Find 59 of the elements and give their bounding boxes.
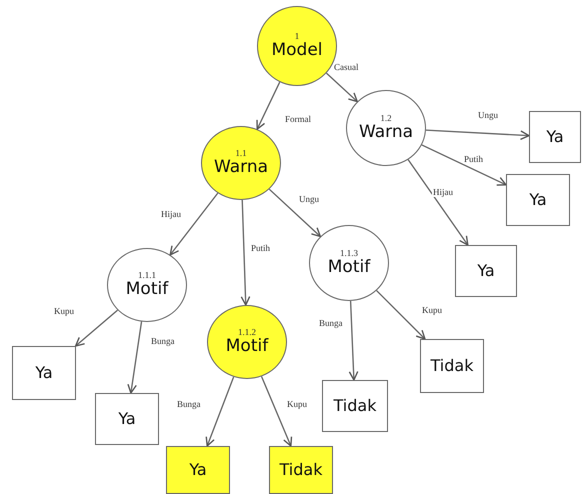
arrow — [74, 310, 118, 347]
arrow — [376, 290, 426, 340]
node-label: Tidak — [334, 396, 376, 416]
node-label: Motif — [328, 258, 370, 278]
leaf-box — [322, 380, 388, 432]
node-number: 1.1.1 — [138, 270, 156, 280]
arrow — [408, 159, 468, 246]
arrow — [260, 376, 292, 447]
leaf-box — [529, 111, 581, 163]
edge-label: Putih — [463, 154, 484, 164]
edge-label: Bunga — [318, 318, 344, 328]
node-number: 1.1 — [235, 148, 247, 158]
edge-label: Hijau — [160, 209, 182, 219]
node-number: 1.2 — [380, 114, 392, 123]
edge-label: Formal — [284, 114, 312, 124]
arrow — [348, 300, 358, 381]
leaf-box — [455, 245, 517, 297]
arrow — [240, 200, 250, 306]
node-label: Motif — [126, 280, 168, 300]
node-label: Model — [271, 40, 323, 60]
arrow — [206, 376, 234, 447]
edge-label: Ungu — [477, 110, 499, 120]
arrow — [170, 192, 218, 256]
node-label: Motif — [226, 336, 268, 356]
node-label: Tidak — [430, 356, 474, 376]
edge-label: Casual — [333, 62, 360, 72]
node-label: Ya — [529, 190, 547, 210]
node-label: Warna — [214, 158, 268, 178]
arrow — [326, 72, 358, 102]
node-label: Ya — [189, 460, 207, 480]
edge-label: Kupu — [53, 306, 75, 316]
edge-label: Kupu — [286, 399, 308, 409]
node-label: Ya — [546, 128, 564, 146]
arrow — [422, 144, 507, 186]
edge-label: Kupu — [421, 305, 443, 315]
arrow — [256, 82, 280, 130]
leaf-box — [269, 446, 333, 494]
leaf-box — [166, 446, 230, 494]
edge-label: Putih — [250, 243, 272, 253]
node-number: 1.1.3 — [340, 248, 358, 258]
node-number: 1.1.2 — [238, 328, 256, 337]
node-label: Tidak — [280, 460, 322, 480]
arrow — [426, 129, 530, 140]
arrow — [127, 322, 142, 394]
edge-label: Ungu — [298, 194, 320, 204]
arrow — [268, 188, 322, 238]
node-number: 1 — [294, 32, 300, 41]
edge-label: Bunga — [176, 399, 202, 409]
edge-label: Hijau — [432, 187, 454, 197]
node-label: Warna — [358, 122, 414, 142]
node-label: Ya — [118, 410, 136, 428]
node-label: Ya — [35, 364, 53, 382]
node-label: Ya — [477, 262, 495, 280]
decision-circle — [309, 225, 389, 301]
leaf-box — [506, 174, 570, 226]
leaf-box — [12, 346, 76, 400]
leaf-box — [95, 393, 159, 445]
leaf-box — [420, 339, 484, 393]
edge-label: Bunga — [150, 336, 176, 346]
